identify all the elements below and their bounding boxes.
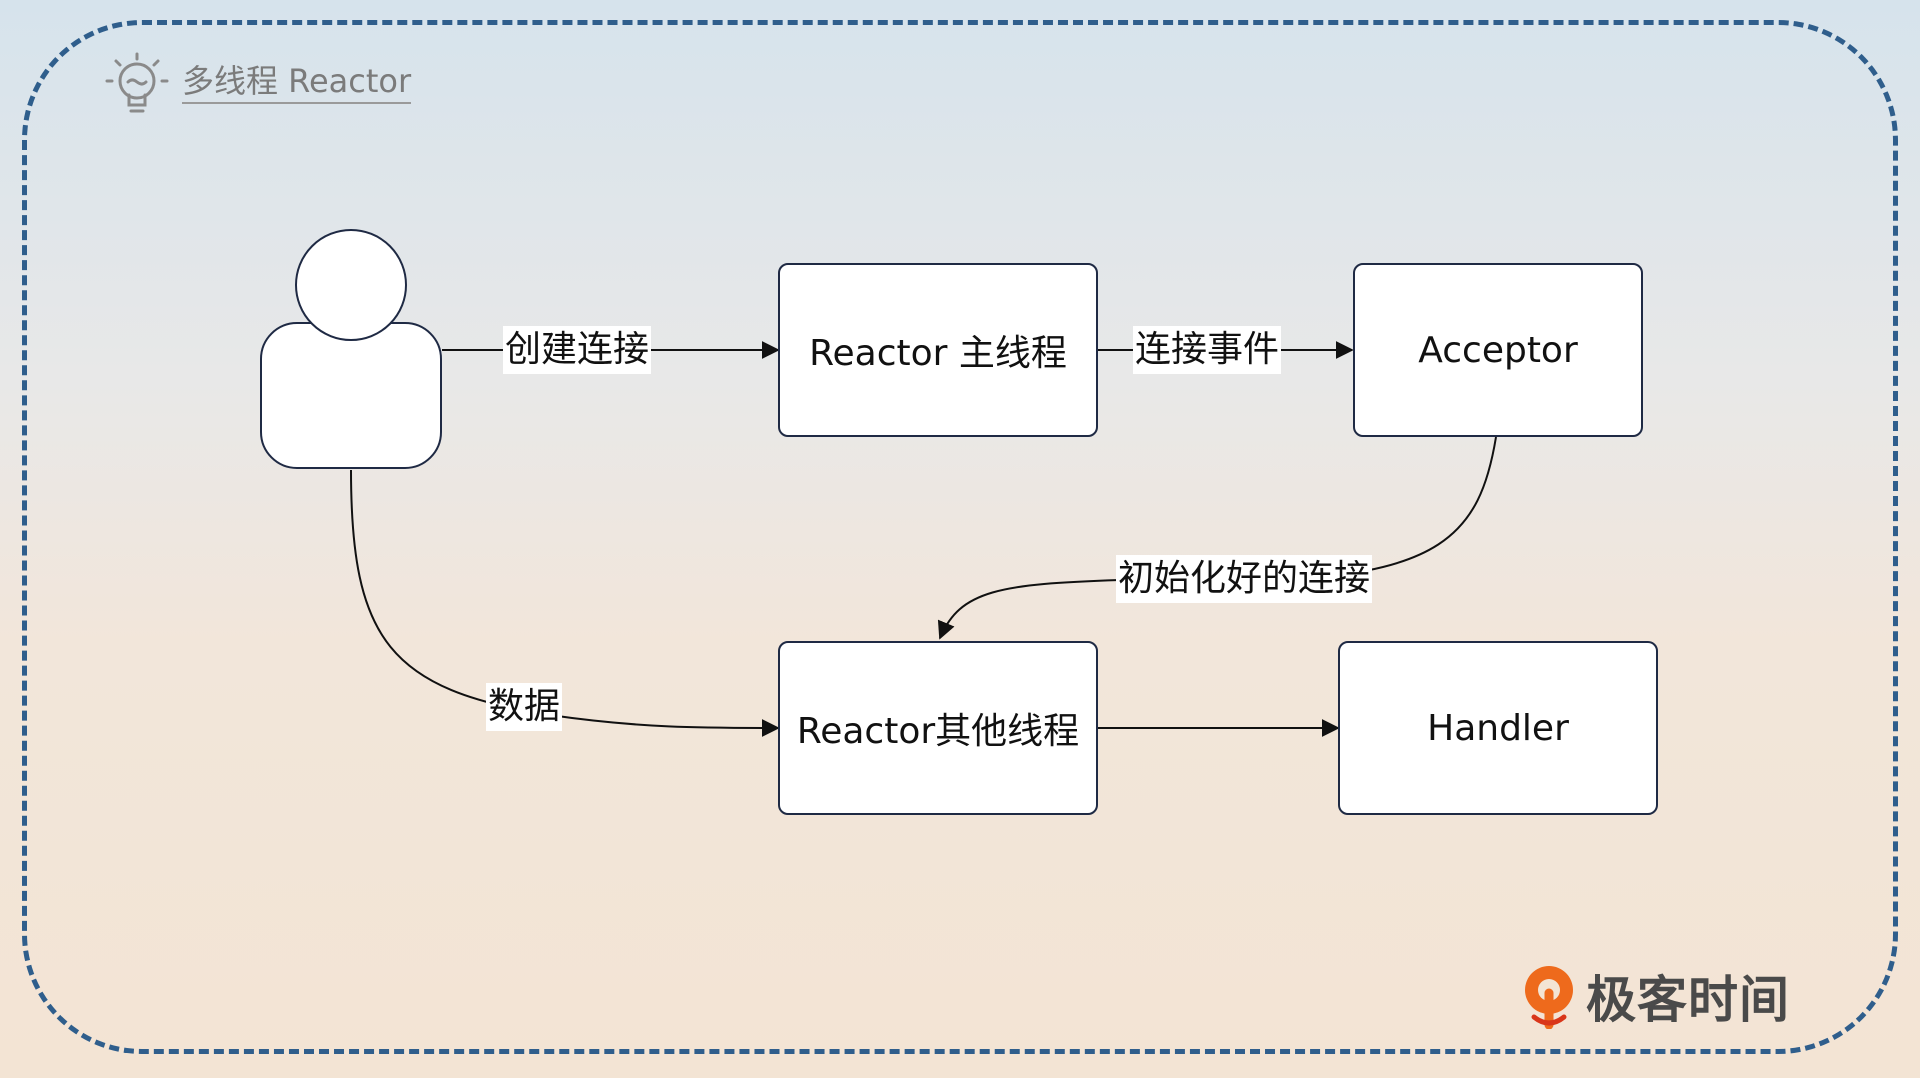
geektime-logo-icon (1525, 966, 1573, 1029)
reactor-other-threads-node: Reactor其他线程 (778, 641, 1098, 815)
dashed-frame (22, 20, 1898, 1054)
lightbulb-icon (105, 52, 169, 113)
edge-initialized-connection (937, 436, 1497, 640)
edge-label-data: 数据 (486, 683, 563, 731)
reactor-main-thread-node: Reactor 主线程 (778, 263, 1098, 437)
edge-data (350, 469, 780, 737)
brand-name: 极客时间 (1586, 971, 1790, 1029)
user-actor-icon (260, 229, 442, 469)
edge-label-connection-event: 连接事件 (1133, 326, 1282, 374)
brand-logo: 极客时间 (1520, 960, 1790, 1032)
handler-node: Handler (1338, 641, 1658, 815)
acceptor-node: Acceptor (1353, 263, 1643, 437)
edge-label-initialized-connection: 初始化好的连接 (1116, 555, 1373, 603)
page-title: 多线程 Reactor (182, 64, 412, 104)
title-bar: 多线程 Reactor (104, 52, 412, 116)
edge-label-create-connection: 创建连接 (503, 326, 652, 374)
